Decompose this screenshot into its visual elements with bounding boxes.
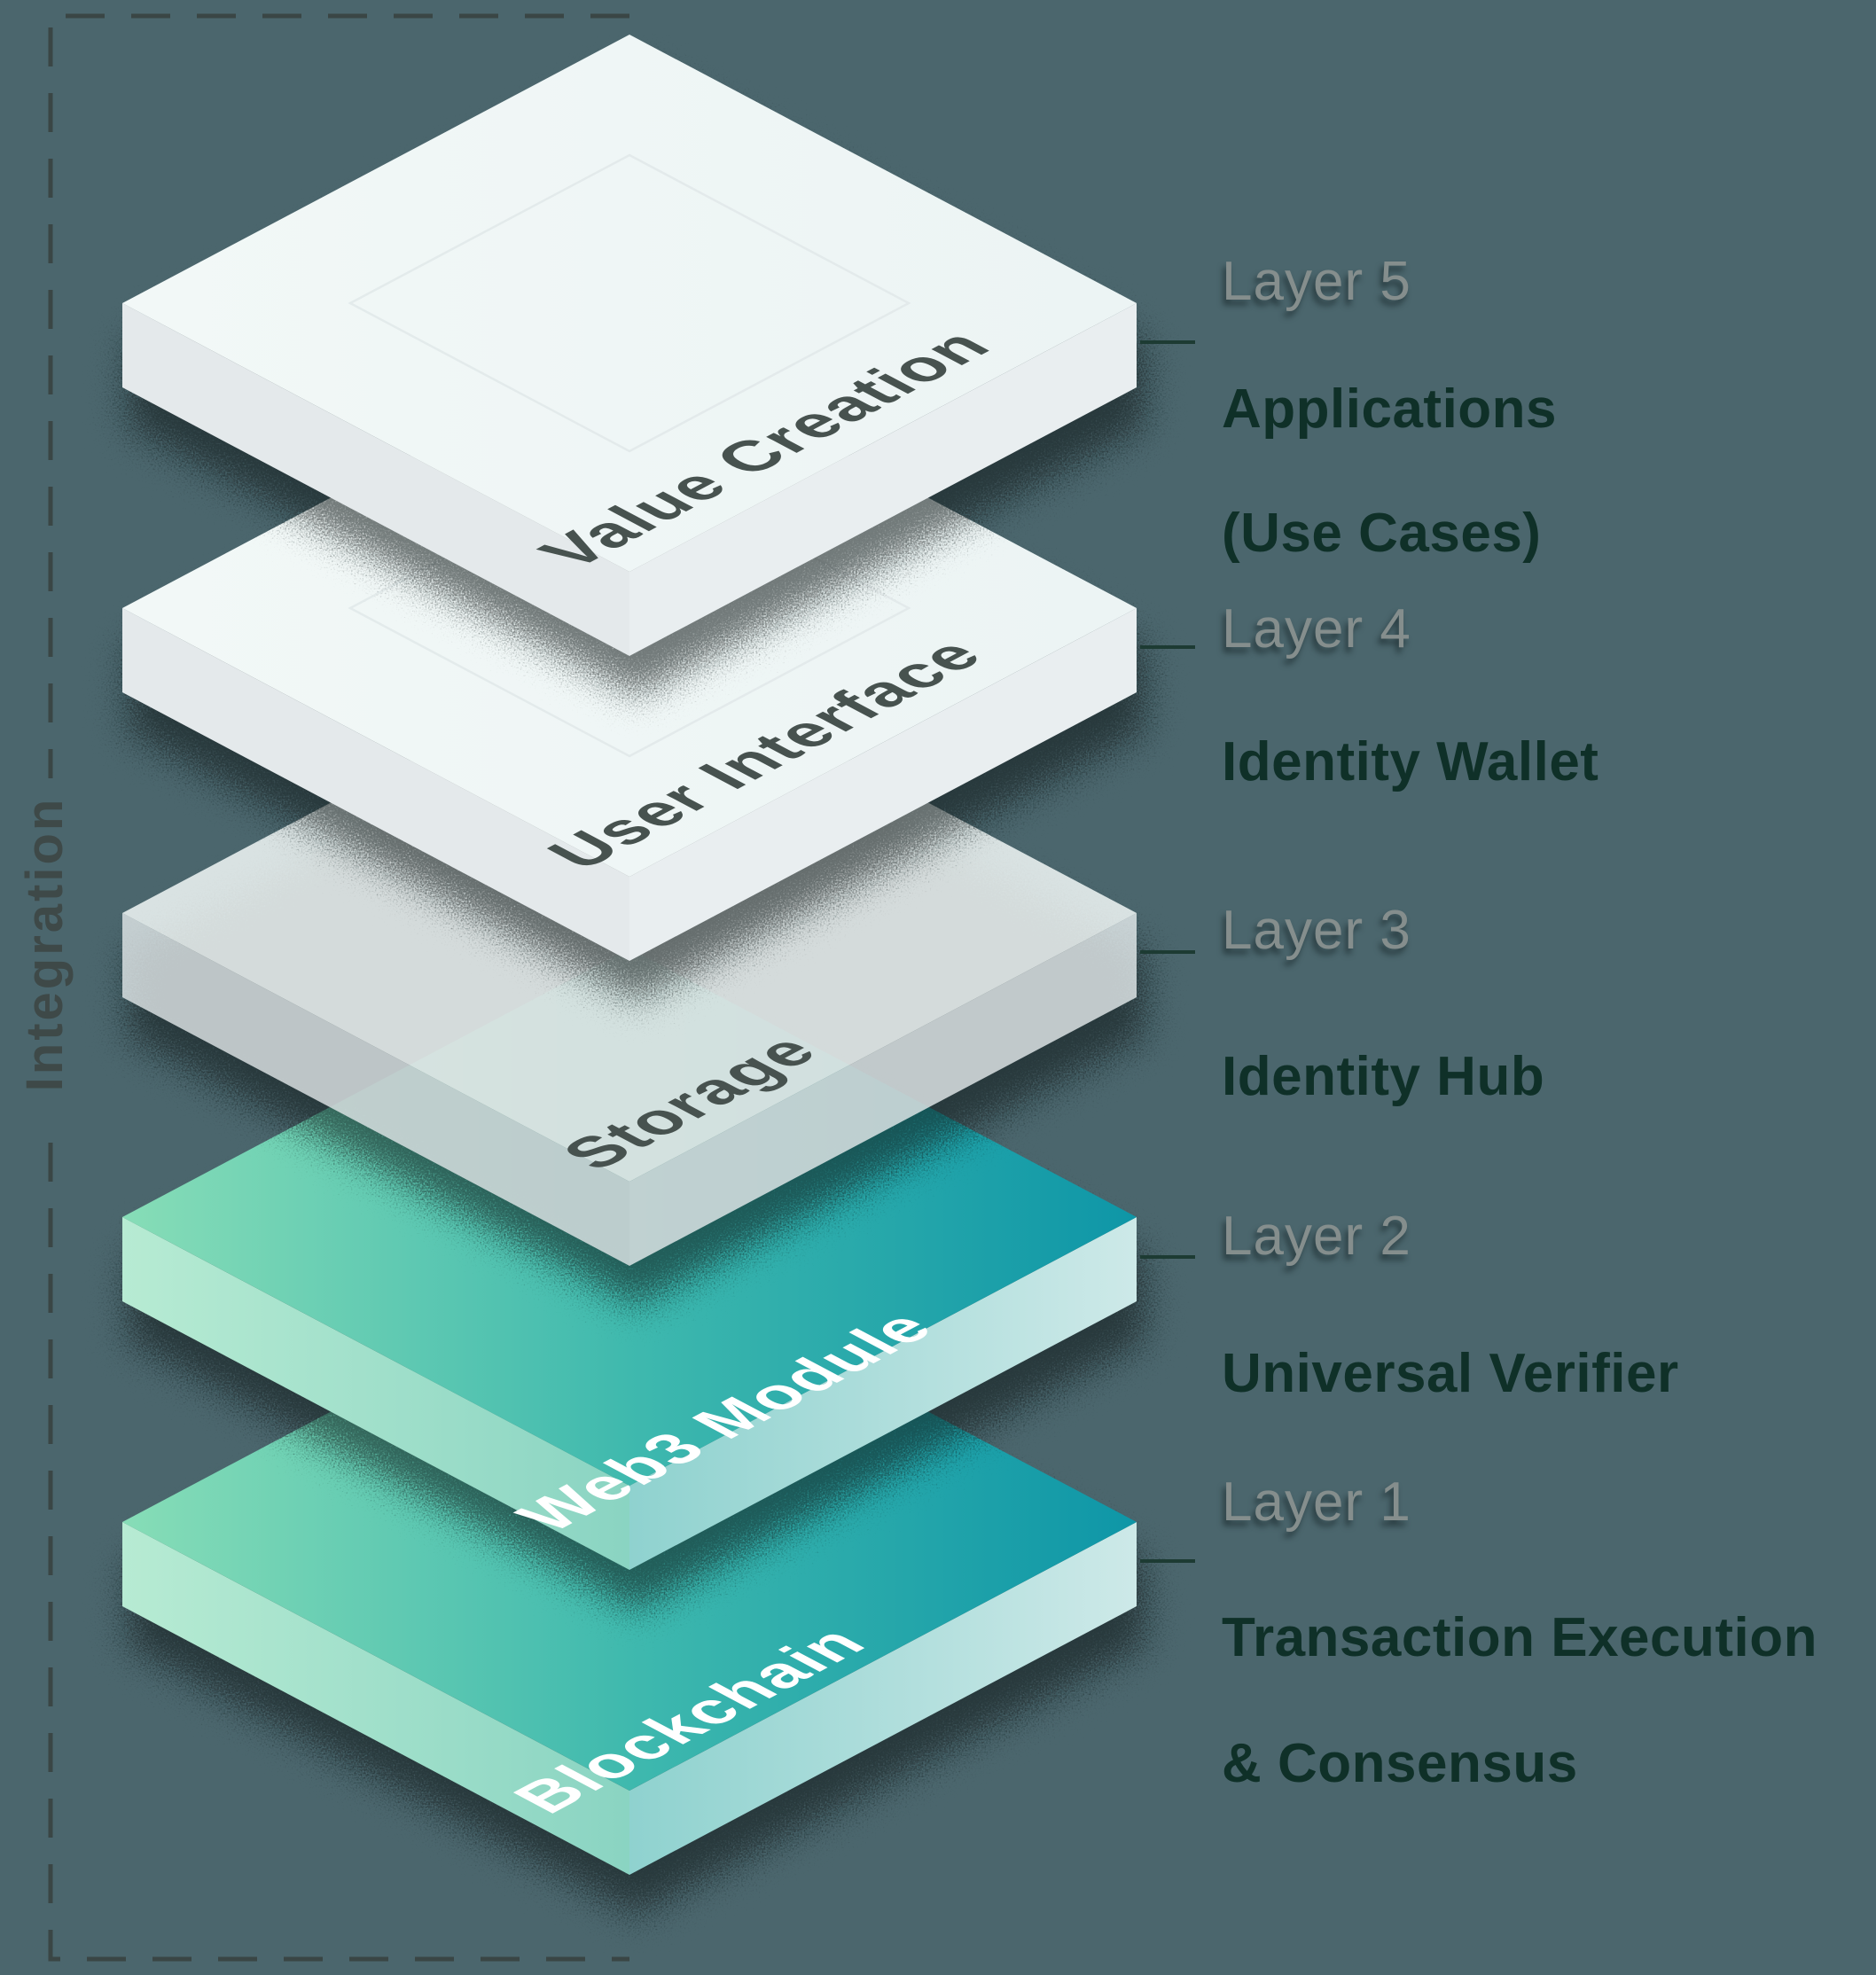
integration-label: Integration [16,797,74,1092]
layer-5-right-face [629,303,1137,656]
layer-1-label-line-2: & Consensus [1222,1733,1578,1794]
layer-annotations: Layer 5 Applications (Use Cases) Layer 4… [1140,251,1817,1794]
layer-5-tag: Layer 5 [1222,251,1411,312]
integration-label-gap [18,778,73,1117]
layer-2-tag: Layer 2 [1222,1206,1411,1267]
layer-3-left-face [122,913,629,1266]
layer-3-tag: Layer 3 [1222,900,1411,961]
layer-2-left-face [122,1217,629,1570]
layer-5-top-face [122,35,1137,572]
layer-3-right-face [629,913,1137,1266]
layer-2-label-line-1: Universal Verifier [1222,1343,1679,1404]
layer-2-right-face [629,1217,1137,1570]
layer-1-tag: Layer 1 [1222,1471,1411,1533]
layer-4-left-face [122,608,629,961]
layer-4-label-line-1: Identity Wallet [1222,731,1599,792]
layer-4-right-face [629,608,1137,961]
layer-3-label-line-1: Identity Hub [1222,1046,1544,1107]
layer-1-left-face [122,1522,629,1875]
layer-5-left-face [122,303,629,656]
layer-5-block: Value Creation [122,35,1144,695]
layer-1-label-line-1: Transaction Execution [1222,1607,1817,1668]
layer-5-label-line-2: (Use Cases) [1222,503,1541,564]
layer-5-inner-outline [348,153,911,453]
layer-4-tag: Layer 4 [1222,598,1411,660]
layer-1-right-face [629,1522,1137,1875]
layer-5-label-line-1: Applications [1222,379,1557,440]
integration-dashed-border [48,13,629,1962]
